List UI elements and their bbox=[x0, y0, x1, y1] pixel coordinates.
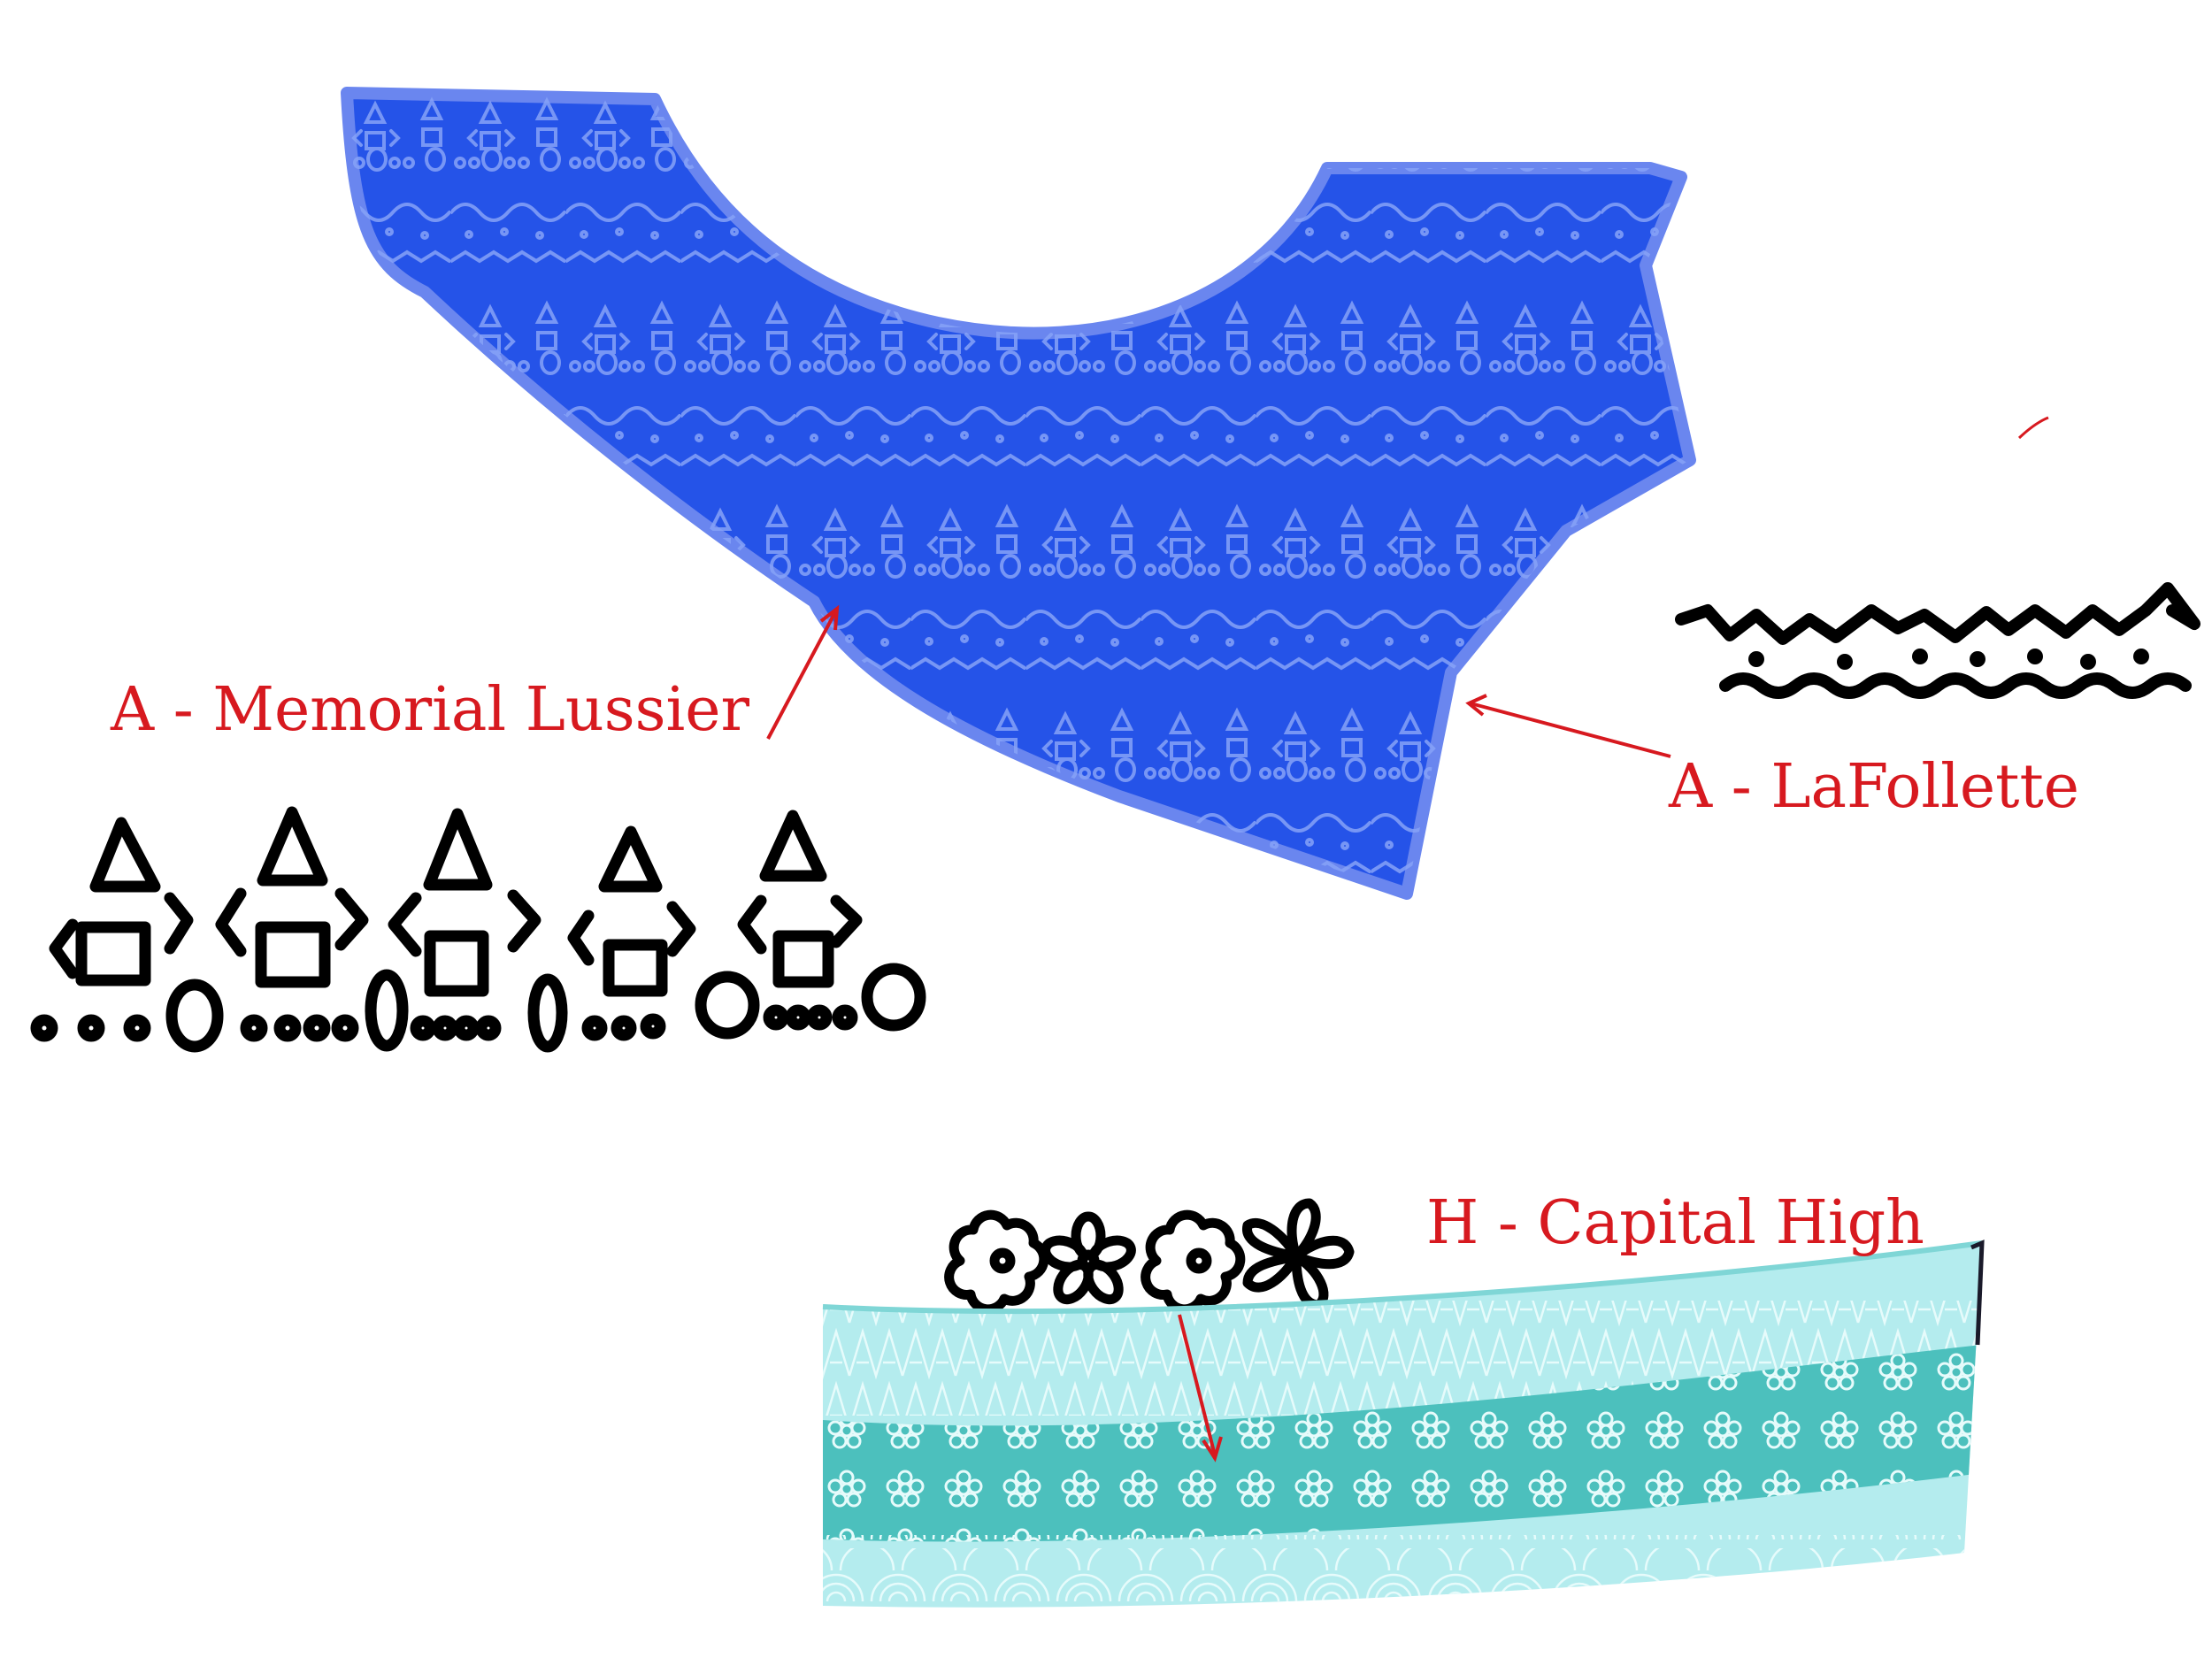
blue-fabric-swatch bbox=[341, 87, 1696, 900]
label-memorial-lussier: A - Memorial Lussier bbox=[110, 675, 749, 745]
arrows bbox=[766, 604, 1671, 1462]
teal-fabric-band bbox=[822, 1240, 1985, 1608]
house-triangle-motif-icon bbox=[30, 806, 926, 1053]
flower-motif-icon bbox=[944, 1198, 1355, 1315]
stray-mark bbox=[2017, 416, 2049, 440]
zigzag-dot-motif-icon bbox=[1675, 582, 2200, 699]
label-lafollette: A - LaFollette bbox=[1668, 752, 2079, 822]
arrow-memorial bbox=[766, 604, 840, 740]
arrow-lafollette bbox=[1465, 694, 1671, 758]
arrow-capital bbox=[1178, 1314, 1223, 1462]
label-capital-high: H - Capital High bbox=[1426, 1188, 1924, 1258]
